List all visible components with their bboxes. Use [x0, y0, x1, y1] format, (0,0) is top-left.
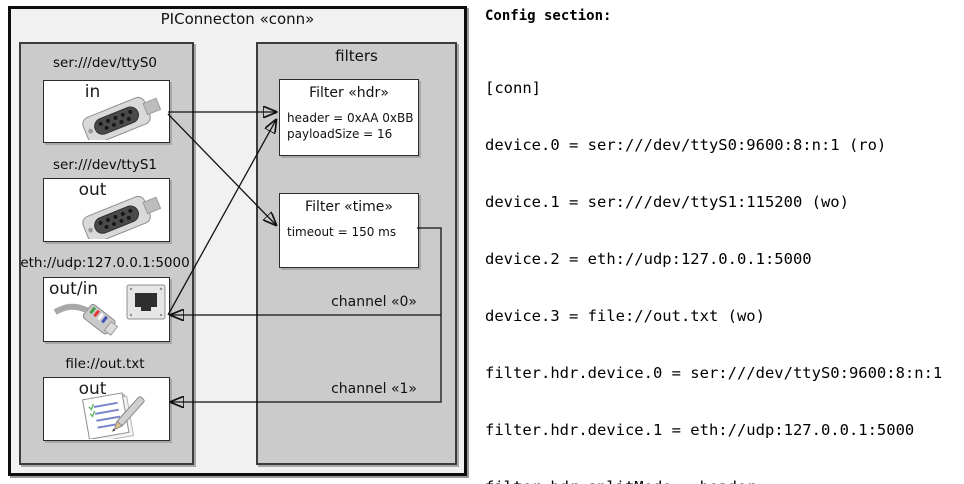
- device-direction: in: [84, 82, 101, 102]
- ethernet-icon: [53, 284, 166, 336]
- filter-time-prop-timeout: timeout = 150 ms: [287, 225, 397, 239]
- device-direction: out: [78, 379, 107, 399]
- config-section: Config section: [conn] device.0 = ser://…: [484, 0, 964, 484]
- filter-time-box: Filter «time» timeout = 150 ms: [279, 193, 419, 268]
- channel-1-label: channel «1»: [331, 381, 417, 397]
- connection-diagram: PIConnecton «conn» filters ser:///dev/tt…: [0, 0, 480, 484]
- config-line: device.3 = file://out.txt (wo): [485, 307, 765, 325]
- device-label-eth: eth://udp:127.0.0.1:5000: [20, 255, 190, 271]
- config-line: device.1 = ser:///dev/ttyS1:115200 (wo): [485, 193, 849, 211]
- device-box-eth: out/in: [43, 277, 170, 342]
- file-icon: [81, 392, 145, 439]
- device-label-ttys0: ser:///dev/ttyS0: [53, 55, 157, 71]
- channel-0-label: channel «0»: [331, 294, 417, 310]
- config-line: [conn]: [485, 79, 541, 97]
- device-box-ttys0: in: [43, 80, 170, 143]
- diagram-title: PIConnecton «conn»: [160, 10, 315, 28]
- serial-connector-icon: [82, 195, 162, 239]
- filter-hdr-prop-header: header = 0xAA 0xBB: [287, 111, 414, 125]
- filter-hdr-box: Filter «hdr» header = 0xAA 0xBB payloadS…: [279, 79, 419, 156]
- config-heading: Config section:: [485, 8, 612, 24]
- filter-hdr-title: Filter «hdr»: [309, 85, 389, 101]
- config-lines: [conn] device.0 = ser:///dev/ttyS0:9600:…: [485, 41, 952, 484]
- serial-connector-icon: [82, 96, 162, 140]
- config-line: device.0 = ser:///dev/ttyS0:9600:8:n:1 (…: [485, 136, 887, 154]
- device-direction: out/in: [49, 279, 99, 299]
- config-line: device.2 = eth://udp:127.0.0.1:5000: [485, 250, 812, 268]
- device-box-file: out: [43, 377, 170, 441]
- filter-hdr-prop-payloadsize: payloadSize = 16: [287, 127, 393, 141]
- config-line: filter.hdr.device.0 = ser:///dev/ttyS0:9…: [485, 364, 943, 382]
- filters-group-title: filters: [335, 47, 378, 65]
- device-label-ttys1: ser:///dev/ttyS1: [53, 157, 157, 173]
- device-direction: out: [78, 180, 107, 200]
- config-line: filter.hdr.device.1 = eth://udp:127.0.0.…: [485, 421, 915, 439]
- device-box-ttys1: out: [43, 178, 170, 242]
- device-label-file: file://out.txt: [65, 356, 145, 372]
- config-line: filter.hdr.splitMode = header: [485, 478, 952, 484]
- filter-time-title: Filter «time»: [305, 199, 393, 215]
